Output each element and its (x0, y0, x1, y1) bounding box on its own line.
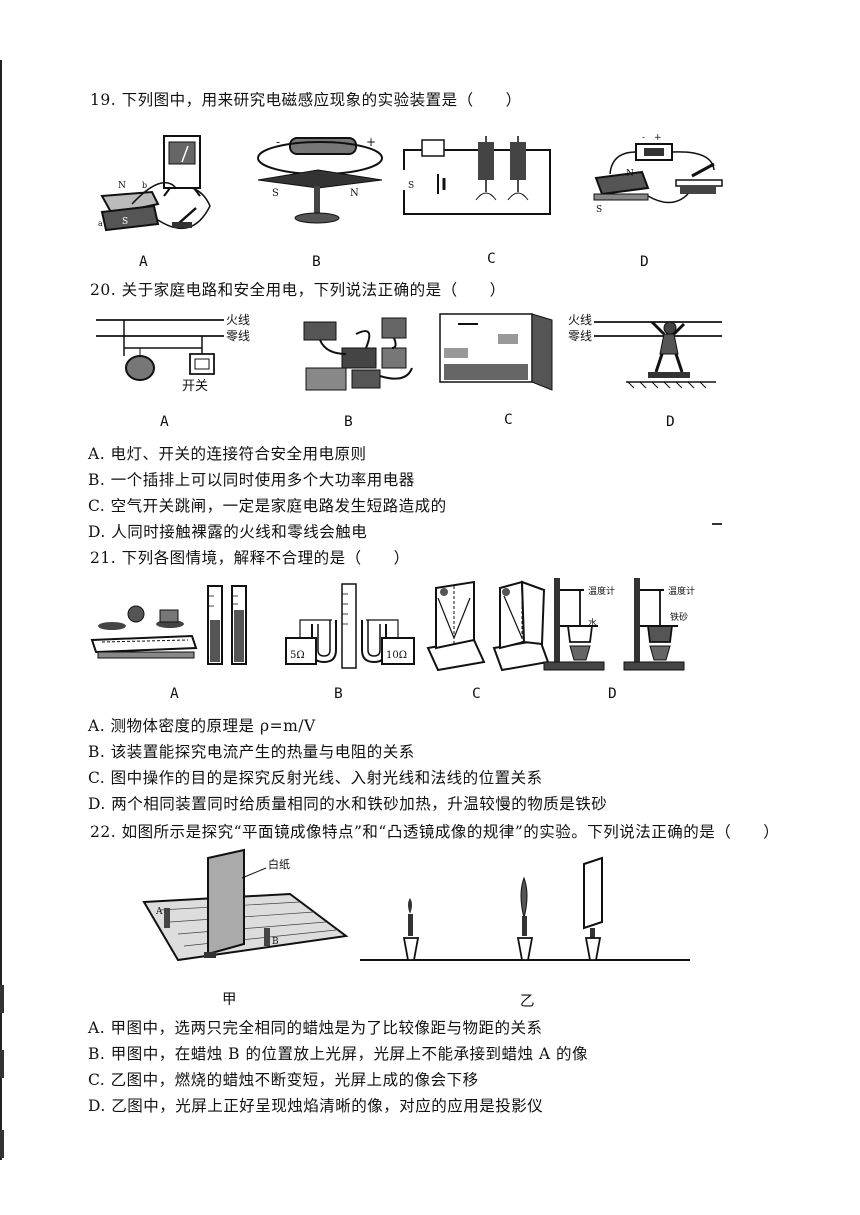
q19a-a-label: a (98, 219, 103, 228)
q21-option-d: D. 两个相同装置同时给质量相同的水和铁砂加热，升温较慢的物质是铁砂 (88, 795, 608, 813)
q21b-r2-label: 10Ω (386, 650, 407, 661)
binding-margin-line (0, 60, 2, 1160)
margin-mark (0, 1050, 4, 1078)
question-22-stem: 22. 如图所示是探究“平面镜成像特点”和“凸透镜成像的规律”的实验。下列说法正… (90, 823, 780, 841)
q20-figure-a: 火线 零线 开关 (96, 313, 250, 394)
q19-figure-c: S (398, 130, 558, 220)
q19-label-d: D (640, 254, 649, 270)
q21-option-c: C. 图中操作的目的是探究反射光线、入射光线和法线的位置关系 (88, 769, 543, 787)
q22-option-d: D. 乙图中，光屏上正好呈现烛焰清晰的像，对应的应用是投影仪 (88, 1097, 544, 1115)
q19d-plus: + (654, 133, 662, 143)
q21-label-a: A (170, 686, 179, 702)
q20d-live-label: 火线 (568, 313, 592, 327)
q22-figure-yi (358, 858, 692, 968)
q20a-live-label: 火线 (226, 313, 250, 327)
question-20-stem: 20. 关于家庭电路和安全用电，下列说法正确的是（ ） (90, 281, 506, 299)
q19-figure-d: - + N S (592, 133, 732, 215)
q20-option-d: D. 人同时接触裸露的火线和零线会触电 (88, 523, 368, 541)
question-21-stem: 21. 下列各图情境，解释不合理的是（ ） (90, 549, 410, 567)
q21d-thermo2-label: 温度计 (668, 585, 695, 597)
q19d-minus: - (642, 133, 645, 143)
q22-figure-jia: 白纸 A B (140, 848, 350, 968)
margin-mark (0, 1130, 4, 1158)
q21-label-d: D (608, 686, 617, 702)
q21-label-c: C (472, 686, 481, 702)
q20-figure-c (438, 310, 558, 395)
q19-label-b: B (312, 254, 321, 270)
q19b-s-label: S (272, 188, 279, 199)
q21-figure-a (88, 580, 258, 670)
q19b-n-label: N (350, 188, 359, 199)
q22-paper-label: 白纸 (268, 857, 290, 871)
q19b-plus: + (366, 135, 376, 149)
q20-label-c: C (504, 412, 513, 428)
q20-label-a: A (160, 414, 169, 430)
q21-label-b: B (334, 686, 343, 702)
q19-label-a: A (139, 254, 148, 270)
q21d-sand-label: 铁砂 (670, 611, 688, 623)
q21d-thermo1-label: 温度计 (588, 585, 615, 597)
q22-label-yi: 乙 (520, 994, 535, 1010)
q22-option-a: A. 甲图中，选两只完全相同的蜡烛是为了比较像距与物距的关系 (88, 1019, 543, 1037)
question-19-stem: 19. 下列图中，用来研究电磁感应现象的实验装置是（ ） (90, 91, 522, 109)
q20-label-d: D (666, 414, 675, 430)
q21-figure-b: 5Ω 10Ω (282, 580, 422, 672)
q21-option-a: A. 测物体密度的原理是 ρ=m/V (88, 717, 316, 735)
q20-option-c: C. 空气开关跳闸，一定是家庭电路发生短路造成的 (88, 497, 447, 515)
q21-figure-c (424, 578, 554, 678)
q21b-r1-label: 5Ω (290, 650, 305, 661)
q19-figure-b: - + S N (250, 135, 390, 230)
q21-figure-d: 温度计 水 温度计 铁砂 (540, 578, 695, 674)
q19d-s-label: S (596, 205, 602, 215)
q20-figure-d: 火线 零线 (568, 313, 726, 390)
q19-figure-a: N S b a (98, 132, 212, 242)
q20-label-b: B (344, 414, 353, 430)
q22-option-c: C. 乙图中，燃烧的蜡烛不断变短，光屏上成的像会下移 (88, 1071, 479, 1089)
q19b-minus: - (276, 135, 280, 149)
q19-label-c: C (487, 251, 496, 267)
q22-candle-a-label: A (155, 907, 163, 917)
q19a-s-label: S (122, 217, 128, 227)
q22-option-b: B. 甲图中，在蜡烛 B 的位置放上光屏，光屏上不能承接到蜡烛 A 的像 (88, 1045, 589, 1063)
q19c-s-label: S (408, 181, 414, 191)
q21-option-b: B. 该装置能探究电流产生的热量与电阻的关系 (88, 743, 415, 761)
scan-speck (712, 523, 722, 525)
q19a-b-label: b (142, 181, 147, 190)
q20a-neutral-label: 零线 (226, 329, 250, 343)
q20d-neutral-label: 零线 (568, 329, 592, 343)
q20a-switch-label: 开关 (182, 379, 208, 394)
q20-figure-b (296, 314, 426, 394)
q21d-water-label: 水 (588, 617, 597, 629)
q20-option-b: B. 一个插排上可以同时使用多个大功率用电器 (88, 471, 415, 489)
q20-option-a: A. 电灯、开关的连接符合安全用电原则 (88, 445, 367, 463)
margin-mark (0, 985, 4, 1013)
q19a-n-label: N (118, 181, 126, 191)
q19d-n-label: N (626, 169, 634, 179)
q22-candle-b-label: B (272, 937, 279, 947)
q22-label-jia: 甲 (222, 992, 237, 1008)
